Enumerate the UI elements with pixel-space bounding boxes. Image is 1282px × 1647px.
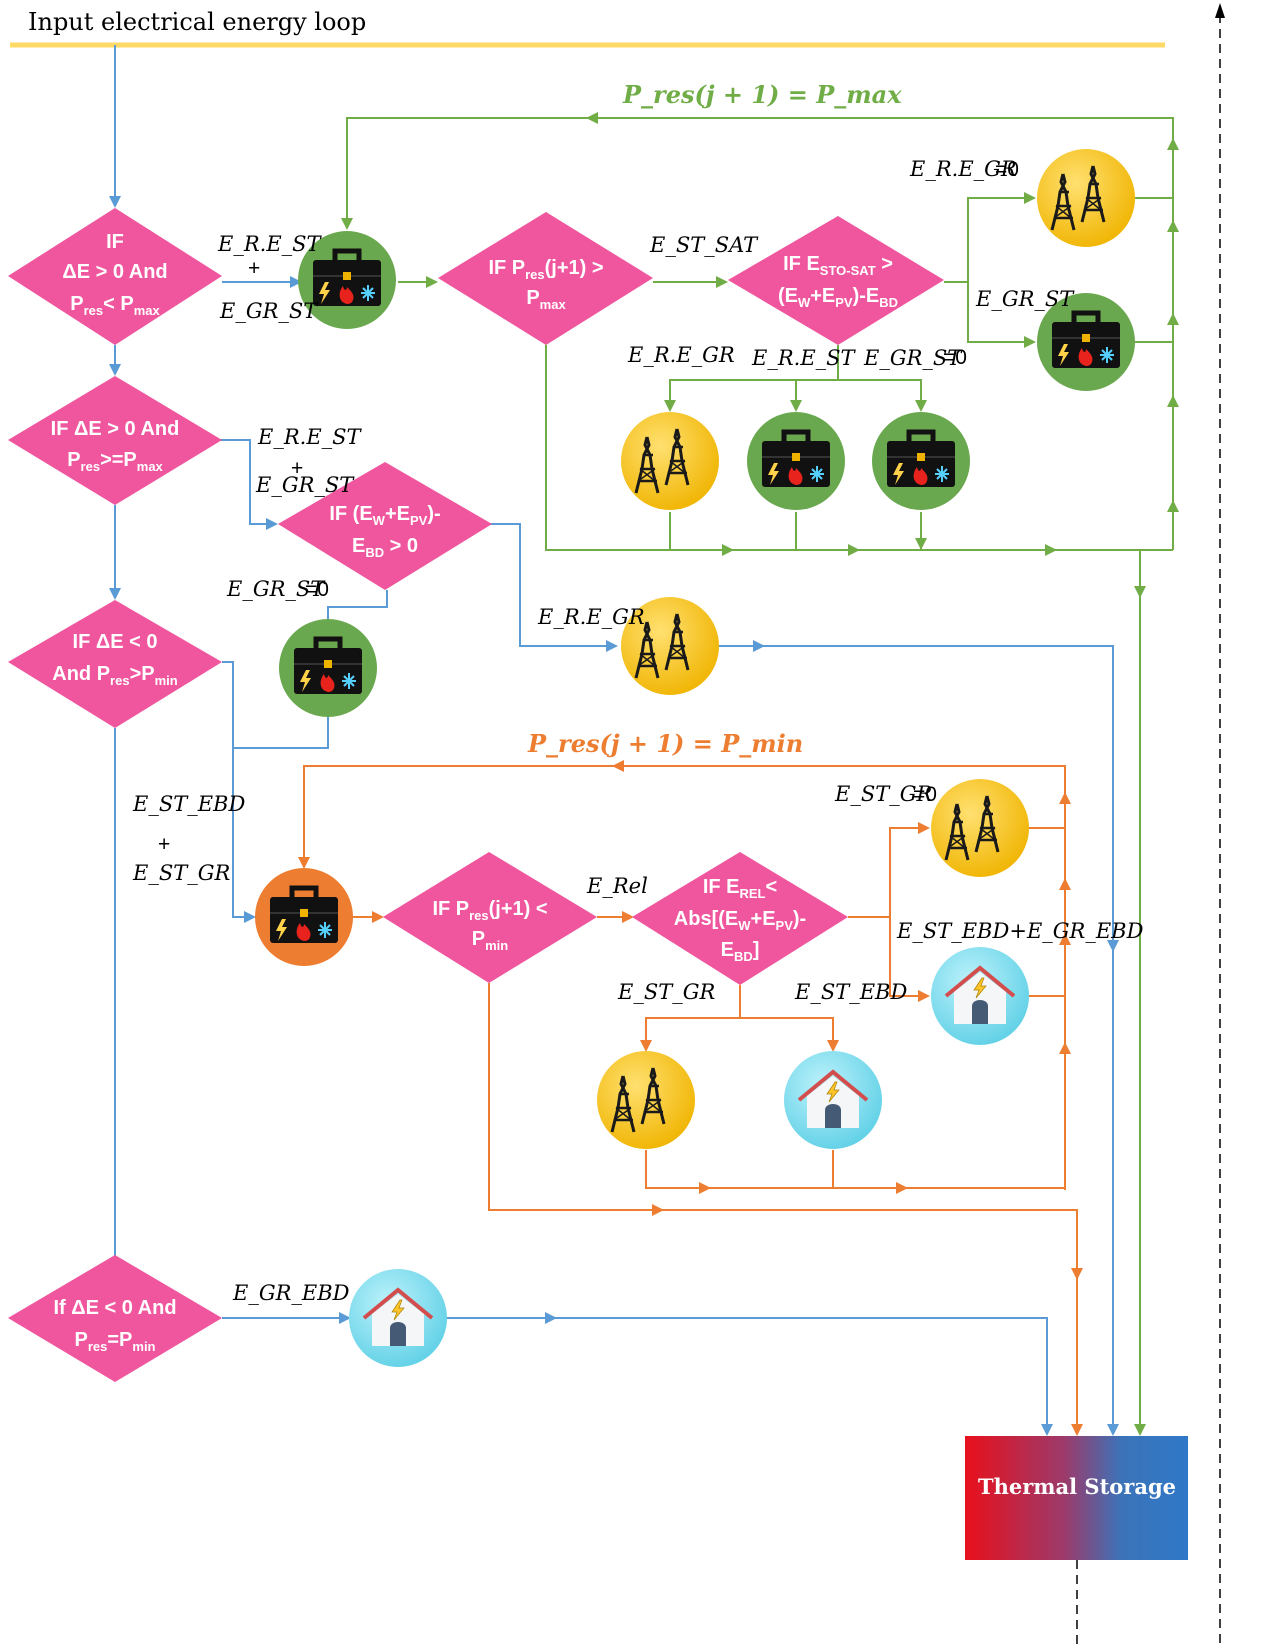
svg-text:IF Pres(j+1) <: IF Pres(j+1) < — [432, 898, 547, 923]
green-loop-equation: P_res(j + 1) = P_max — [622, 80, 902, 109]
decision-delta-negative-at-min: If ΔE < 0 And Pres=Pmin — [8, 1255, 222, 1382]
svg-text:E_R.E_GR: E_R.E_GR — [537, 605, 645, 629]
svg-text:+: + — [291, 457, 303, 480]
decision-delta-positive-at-max: IF ΔE > 0 And Pres>=Pmax — [8, 376, 222, 505]
return-arrow-head — [1215, 3, 1225, 18]
power-tower-icon — [621, 597, 719, 695]
svg-text:E_GR_ST: E_GR_ST — [226, 577, 326, 601]
svg-text:E_ST_GR: E_ST_GR — [617, 980, 715, 1004]
decision-release-vs-deficit: IF EREL< Abs[(EW+EPV)- EBD] — [632, 852, 848, 985]
svg-text:E_Rel: E_Rel — [586, 874, 648, 898]
orange-connectors — [298, 760, 1083, 1436]
thermal-storage-label: Thermal Storage — [978, 1474, 1176, 1499]
svg-text:IF ΔE < 0: IF ΔE < 0 — [73, 631, 158, 653]
orange-loop-equation: P_res(j + 1) = P_min — [527, 729, 803, 758]
svg-text:E_ST_EBD: E_ST_EBD — [794, 980, 907, 1004]
svg-text:=0: =0 — [913, 783, 937, 806]
decision-delta-positive-below-max: IF ΔE > 0 And Pres< Pmax — [8, 208, 222, 345]
label-ere-st: E_R.E_ST — [217, 232, 323, 256]
toolbox-icon — [255, 868, 353, 966]
svg-text:E_GR_ST: E_GR_ST — [975, 287, 1075, 311]
power-tower-icon — [597, 1051, 695, 1149]
decision-storage-saturation: IF ESTO-SAT > (EW+EPV)-EBD — [728, 216, 944, 345]
svg-text:Pres>=Pmax: Pres>=Pmax — [67, 449, 163, 474]
page-title: Input electrical energy loop — [28, 8, 366, 36]
svg-text:Pmin: Pmin — [472, 928, 509, 953]
flow-labels: E_R.E_ST + E_GR_ST E_ST_SAT E_R.E_GR =0 … — [132, 157, 1144, 1305]
svg-text:=0: =0 — [943, 346, 967, 369]
house-load-icon — [784, 1051, 882, 1149]
decision-pres-below-min: IF Pres(j+1) < Pmin — [383, 852, 597, 983]
svg-text:Pres=Pmin: Pres=Pmin — [74, 1329, 155, 1354]
green-connectors — [341, 112, 1179, 1436]
svg-text:E_R.E_GR: E_R.E_GR — [909, 157, 1017, 181]
toolbox-icon — [1037, 293, 1135, 391]
svg-text:If ΔE < 0 And: If ΔE < 0 And — [53, 1297, 176, 1319]
svg-text:IF ESTO-SAT >: IF ESTO-SAT > — [783, 253, 893, 278]
svg-text:IF: IF — [106, 231, 124, 253]
power-tower-icon — [1037, 149, 1135, 247]
svg-text:E_GR_ST: E_GR_ST — [255, 473, 355, 497]
decision-delta-negative-above-min: IF ΔE < 0 And Pres>Pmin — [8, 600, 222, 728]
toolbox-icon — [747, 412, 845, 510]
label-est-sat: E_ST_SAT — [649, 233, 759, 257]
svg-text:Pmax: Pmax — [526, 287, 566, 312]
svg-text:E_ST_EBD+E_GR_EBD: E_ST_EBD+E_GR_EBD — [896, 919, 1144, 943]
svg-text:Pres< Pmax: Pres< Pmax — [70, 293, 160, 318]
svg-text:IF Pres(j+1) >: IF Pres(j+1) > — [488, 257, 603, 282]
svg-text:E_ST_GR: E_ST_GR — [834, 782, 932, 806]
toolbox-icon — [298, 231, 396, 329]
thermal-storage-block: Thermal Storage — [965, 1436, 1188, 1560]
power-tower-icon — [931, 779, 1029, 877]
svg-text:EBD]: EBD] — [721, 939, 760, 964]
decision-pres-above-max: IF Pres(j+1) > Pmax — [438, 212, 653, 345]
blue-connectors — [109, 45, 1119, 1436]
toolbox-icon — [279, 619, 377, 717]
svg-text:=0: =0 — [305, 578, 329, 601]
svg-text:E_ST_EBD: E_ST_EBD — [132, 792, 245, 816]
house-load-icon — [349, 1269, 447, 1367]
svg-text:E_R.E_ST: E_R.E_ST — [257, 425, 363, 449]
toolbox-icon — [872, 412, 970, 510]
svg-text:Abs[(EW+EPV)-: Abs[(EW+EPV)- — [674, 908, 806, 933]
svg-text:E_GR_EBD: E_GR_EBD — [232, 1281, 350, 1305]
house-load-icon — [931, 947, 1029, 1045]
svg-text:E_R.E_GR: E_R.E_GR — [627, 343, 735, 367]
svg-text:+: + — [158, 833, 170, 856]
svg-text:(EW+EPV)-EBD: (EW+EPV)-EBD — [778, 285, 898, 310]
svg-text:E_R.E_ST: E_R.E_ST — [751, 346, 857, 370]
svg-text:IF ΔE > 0 And: IF ΔE > 0 And — [51, 418, 180, 440]
svg-text:IF (EW+EPV)-: IF (EW+EPV)- — [329, 503, 440, 528]
svg-text:IF EREL<: IF EREL< — [703, 876, 777, 901]
label-egr-st: E_GR_ST — [219, 299, 319, 323]
svg-text:=0: =0 — [995, 158, 1019, 181]
svg-text:ΔE > 0 And: ΔE > 0 And — [62, 261, 167, 283]
power-tower-icon — [621, 412, 719, 510]
svg-text:E_ST_GR: E_ST_GR — [132, 861, 230, 885]
svg-text:E_GR_ST: E_GR_ST — [863, 346, 963, 370]
svg-text:+: + — [248, 257, 260, 280]
svg-text:And Pres>Pmin: And Pres>Pmin — [52, 663, 178, 688]
decision-net-energy-positive: IF (EW+EPV)- EBD > 0 — [278, 462, 492, 590]
svg-text:EBD > 0: EBD > 0 — [352, 535, 418, 560]
